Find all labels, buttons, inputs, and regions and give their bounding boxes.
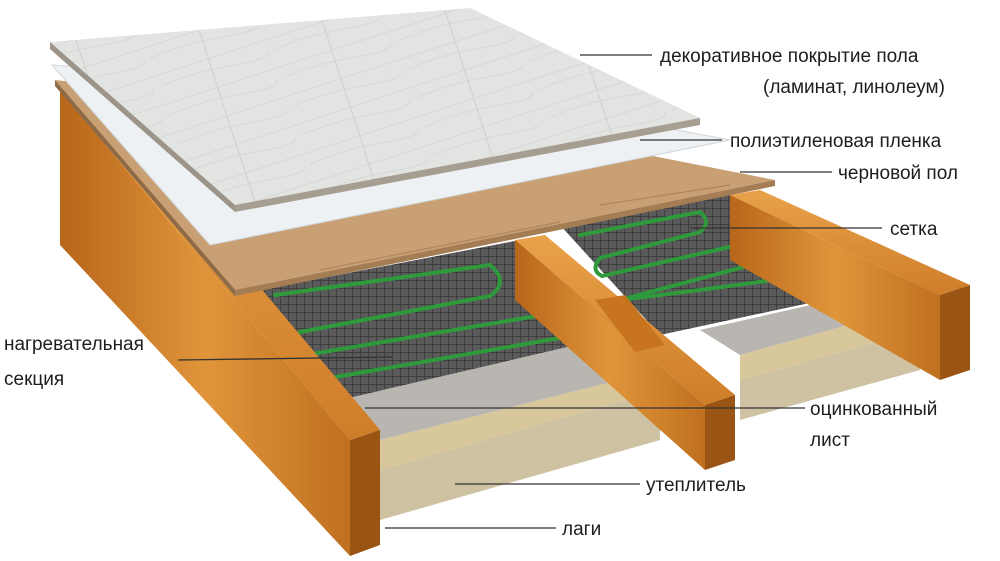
label-insulation: утеплитель xyxy=(646,475,746,496)
joist-middle xyxy=(515,235,735,470)
insulation-layer xyxy=(380,305,920,520)
label-film: полиэтиленовая пленка xyxy=(730,131,942,152)
joist-right xyxy=(730,190,970,380)
laminate-layer xyxy=(50,8,700,212)
label-decorative-2: (ламинат, линолеум) xyxy=(763,77,945,98)
label-mesh: сетка xyxy=(890,219,938,240)
leader-lines xyxy=(177,54,882,529)
mesh-right xyxy=(560,195,870,335)
label-sheet-1: оцинкованный xyxy=(810,399,937,420)
label-subfloor: черновой пол xyxy=(838,163,958,184)
label-heating-2: секция xyxy=(4,369,64,390)
label-sheet-2: лист xyxy=(810,430,850,451)
label-heating-1: нагревательная xyxy=(4,334,144,355)
label-decorative-1: декоративное покрытие пола xyxy=(660,46,919,67)
label-joists: лаги xyxy=(562,519,601,540)
